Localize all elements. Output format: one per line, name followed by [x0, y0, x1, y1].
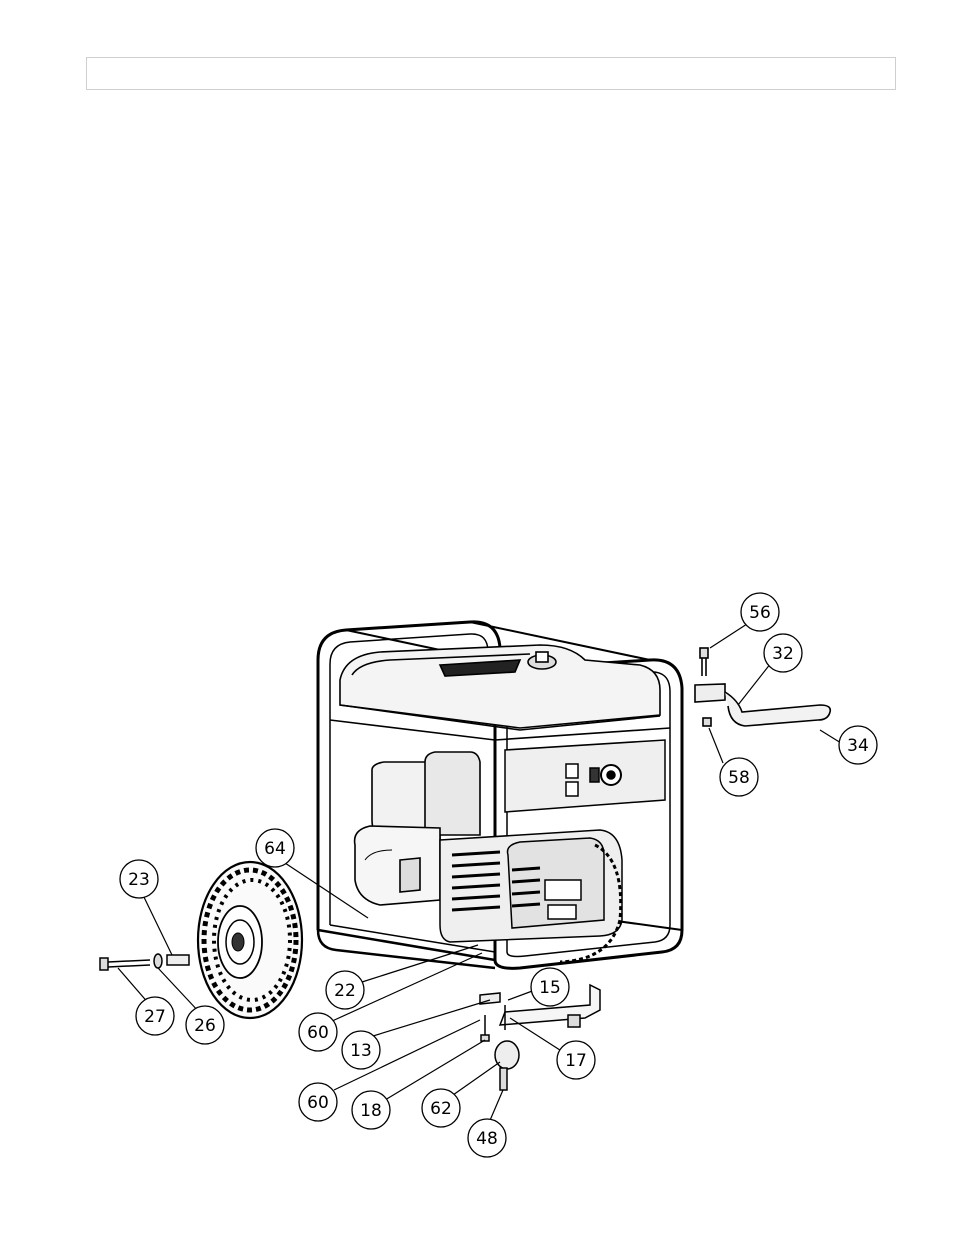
callout-60-lower: 60	[299, 1083, 337, 1121]
control-panel	[505, 740, 665, 812]
svg-text:60: 60	[307, 1093, 329, 1113]
svg-text:48: 48	[476, 1129, 498, 1149]
svg-text:64: 64	[264, 839, 286, 859]
callout-34: 34	[839, 726, 877, 764]
svg-text:13: 13	[350, 1041, 372, 1061]
svg-text:27: 27	[144, 1007, 166, 1027]
callout-48: 48	[468, 1119, 506, 1157]
callout-26: 26	[186, 1006, 224, 1044]
svg-text:34: 34	[847, 736, 869, 756]
callout-60-upper: 60	[299, 1013, 337, 1051]
svg-text:56: 56	[749, 603, 771, 623]
callout-32: 32	[764, 634, 802, 672]
callout-58: 58	[720, 758, 758, 796]
callout-23: 23	[120, 860, 158, 898]
svg-text:62: 62	[430, 1099, 452, 1119]
callout-13: 13	[342, 1031, 380, 1069]
svg-text:23: 23	[128, 870, 150, 890]
svg-text:60: 60	[307, 1023, 329, 1043]
axle-hardware	[100, 954, 189, 970]
svg-text:32: 32	[772, 644, 794, 664]
callout-56: 56	[741, 593, 779, 631]
fuel-tank	[330, 645, 670, 740]
svg-text:58: 58	[728, 768, 750, 788]
callout-62: 62	[422, 1089, 460, 1127]
callout-18: 18	[352, 1091, 390, 1129]
svg-text:18: 18	[360, 1101, 382, 1121]
svg-text:17: 17	[565, 1051, 587, 1071]
svg-text:15: 15	[539, 978, 561, 998]
callout-27: 27	[136, 997, 174, 1035]
callout-64: 64	[256, 829, 294, 867]
handle-assembly	[695, 648, 830, 726]
callout-17: 17	[557, 1041, 595, 1079]
callout-15: 15	[531, 968, 569, 1006]
svg-text:26: 26	[194, 1016, 216, 1036]
alternator	[440, 830, 622, 962]
svg-text:22: 22	[334, 981, 356, 1001]
wheel	[198, 862, 302, 1018]
callout-22: 22	[326, 971, 364, 1009]
